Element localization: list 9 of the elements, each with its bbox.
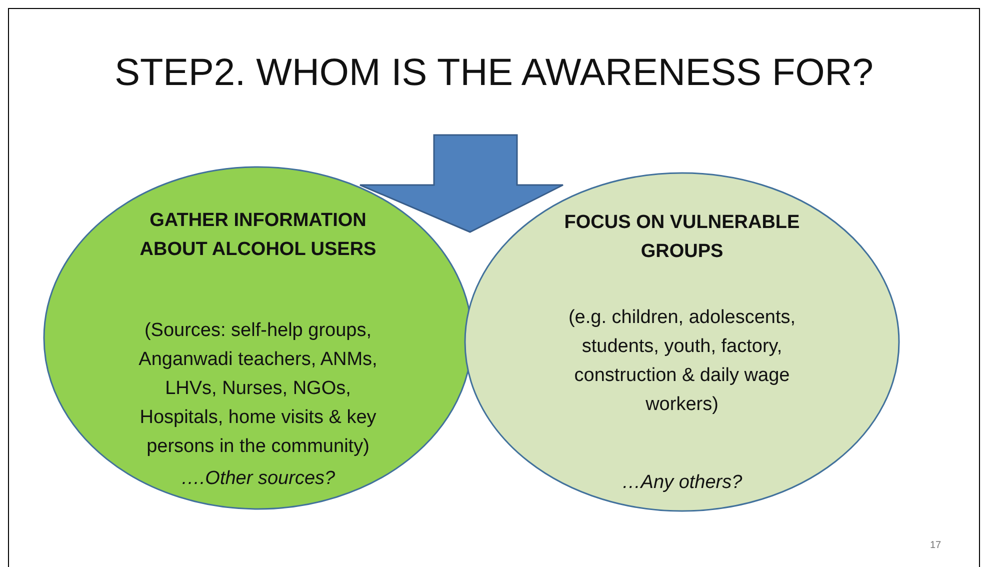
node-text: (Sources: self-help groups, Anganwadi teachers, ANMs, LHVs, Nurses, NGOs, Hospitals, home visits & key persons in the community) — [138, 319, 378, 459]
node-heading: GATHER INFORMATION ABOUT ALCOHOL USERS — [138, 209, 378, 262]
node-question: ….Other sources? — [180, 467, 336, 491]
node-heading: FOCUS ON VULNERABLE GROUPS — [563, 211, 801, 264]
page-number: 17 — [930, 540, 942, 551]
slide-title: STEP2. WHOM IS THE AWARENESS FOR? — [114, 52, 874, 95]
node-question: …Any others? — [620, 471, 744, 495]
node-text: (e.g. children, adolescents, students, youth, factory, construction & daily wage workers) — [567, 306, 797, 417]
oval-node — [464, 172, 900, 512]
